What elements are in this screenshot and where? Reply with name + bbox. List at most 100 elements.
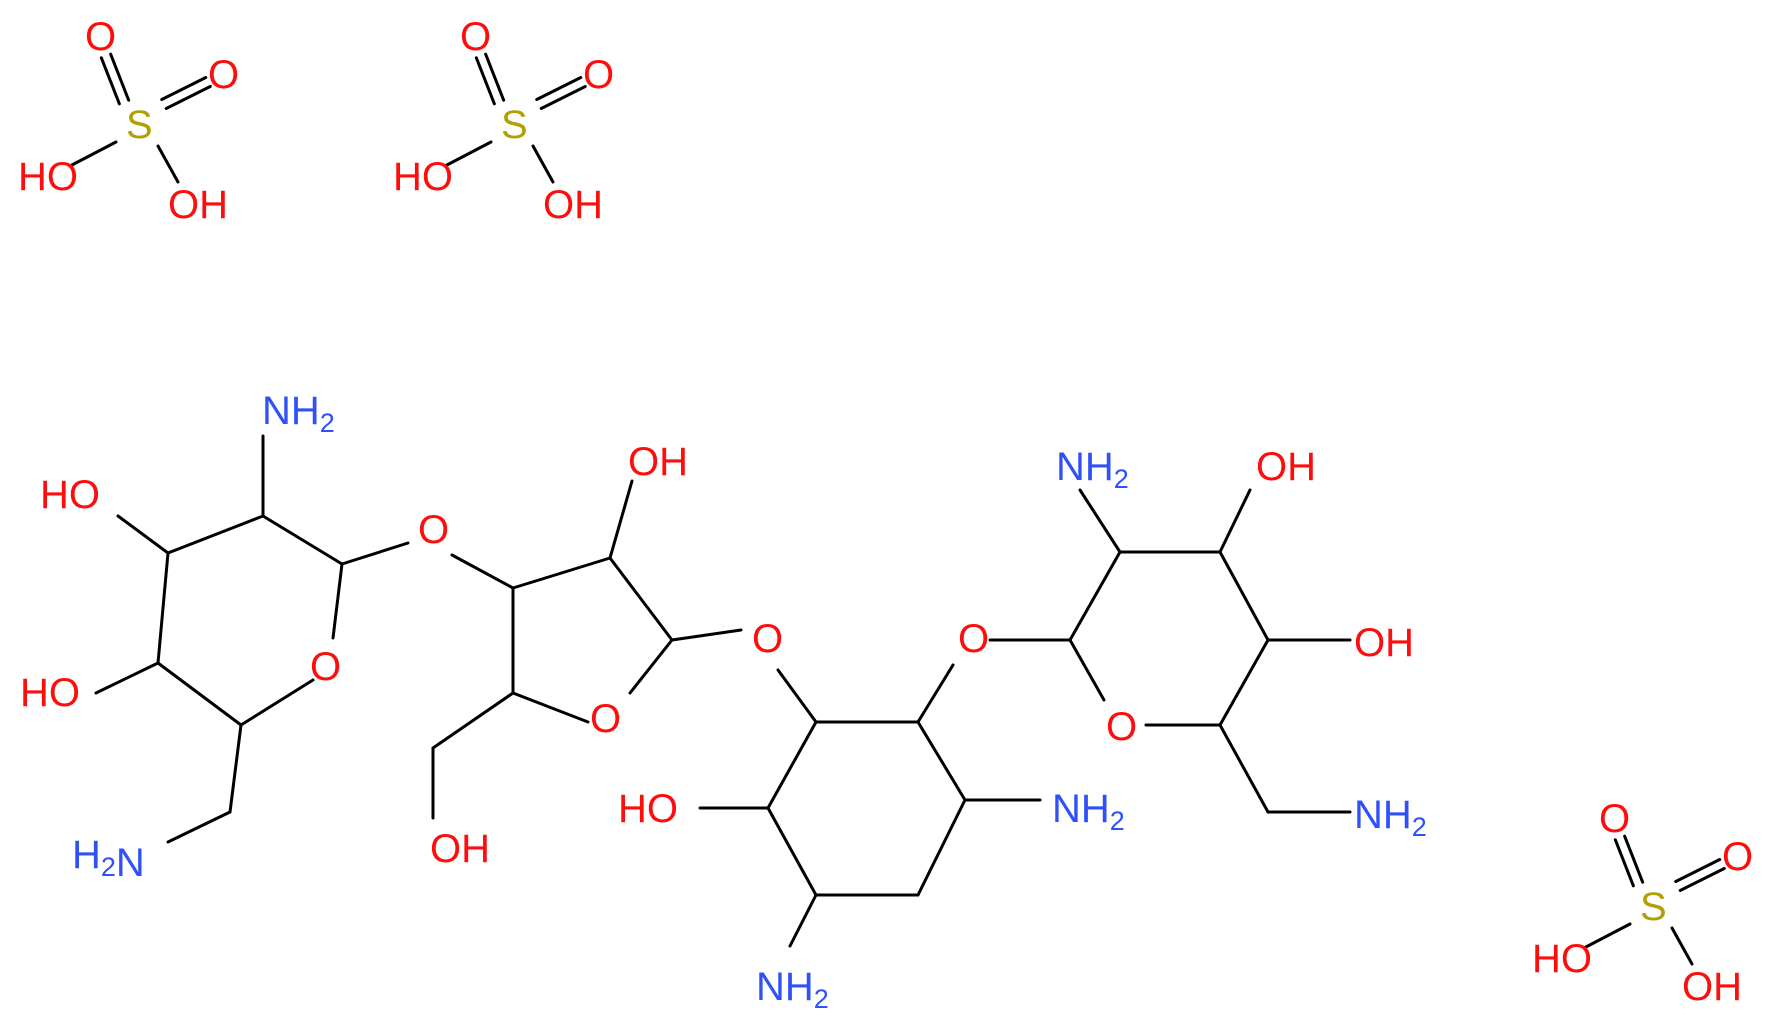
atom-symbol: H xyxy=(72,833,101,877)
atom-symbol: OH xyxy=(430,827,490,871)
glycosidic-bond xyxy=(340,541,410,566)
atom-symbol: H xyxy=(1383,793,1412,837)
ring2-bond xyxy=(628,638,674,695)
ring2-hydroxymethyl-label: OH xyxy=(430,827,490,871)
ring4-aminomethyl-label: NH2 xyxy=(1354,793,1427,842)
sulfate-bond xyxy=(443,140,493,168)
sulfate-bond xyxy=(156,144,180,184)
ring4-bond xyxy=(1218,550,1270,642)
ring3-amino-label: NH2 xyxy=(1052,787,1125,836)
ring1-bond xyxy=(261,514,344,566)
ring1-aminomethyl-bond xyxy=(228,723,243,814)
atom-symbol: H xyxy=(291,389,320,433)
atom-symbol: OH xyxy=(1354,621,1414,665)
atom-symbol: N xyxy=(1052,787,1081,831)
sulfate-double-bond xyxy=(160,76,208,102)
ring3-bond xyxy=(766,720,818,810)
ring1-amino-label: NH2 xyxy=(262,389,335,438)
subscript-2: 2 xyxy=(101,852,116,882)
bond-layer xyxy=(68,52,1726,966)
sulfate-oxygen-label: O xyxy=(1722,835,1753,879)
ring2-oxygen-label: O xyxy=(590,697,621,741)
sulfate-bond xyxy=(531,144,555,184)
ring3-amine-bond xyxy=(788,893,818,948)
ring4-oxygen-label: O xyxy=(1106,705,1137,749)
atom-symbol: N xyxy=(1056,445,1085,489)
sulfate-oxygen-label: O xyxy=(1599,797,1630,841)
atom-symbol: O xyxy=(590,697,621,741)
atom-symbol: N xyxy=(1354,793,1383,837)
sulfate-double-bond xyxy=(164,84,212,110)
sulfate-oxygen-label: O xyxy=(208,53,239,97)
sulfate-hydroxyl-label: HO xyxy=(1532,937,1592,981)
sulfate-double-bond xyxy=(99,56,121,106)
ring4-amino-label: NH2 xyxy=(1056,445,1129,494)
ring1-bond xyxy=(239,678,315,727)
subscript-2: 2 xyxy=(1110,806,1125,836)
ring3-hydroxyl-label: HO xyxy=(618,787,678,831)
glycosidic-oxygen-label: O xyxy=(958,617,989,661)
ring1-bond xyxy=(331,562,344,640)
ring4-hydroxyl-label: OH xyxy=(1354,621,1414,665)
ring1-hydroxyl-bond xyxy=(94,661,160,695)
sulfate-oxygen-label: O xyxy=(583,53,614,97)
glycosidic-oxygen-label: O xyxy=(752,617,783,661)
sulfur-label: S xyxy=(501,103,528,147)
glycosidic-bond xyxy=(776,668,818,724)
sulfate-double-bond xyxy=(1613,838,1635,888)
atom-symbol: N xyxy=(116,841,145,885)
ring2-bond xyxy=(511,556,612,590)
sulfate-bond xyxy=(1582,922,1632,950)
ring2-hydroxyl-bond xyxy=(608,479,634,560)
sulfate-double-bond xyxy=(474,56,496,106)
sulfate-hydroxyl-label: OH xyxy=(168,183,228,227)
glycosidic-bond xyxy=(670,628,743,642)
atom-symbol: HO xyxy=(20,671,80,715)
subscript-2: 2 xyxy=(1412,812,1427,842)
ring1-bond xyxy=(156,551,170,665)
ring4-bond xyxy=(1218,638,1270,727)
atom-symbol: N xyxy=(756,965,785,1009)
sulfate-hydroxyl-label: HO xyxy=(393,155,453,199)
atom-symbol: O xyxy=(1106,705,1137,749)
ring3-bond xyxy=(916,720,967,802)
ring4-aminomethyl-bond xyxy=(1218,723,1270,814)
subscript-2: 2 xyxy=(1114,464,1129,494)
sulfate-double-bond xyxy=(109,52,131,102)
sulfate-bond xyxy=(68,140,118,168)
sulfate-hydroxyl-label: OH xyxy=(543,183,603,227)
sulfate-double-bond xyxy=(1674,858,1722,884)
atom-symbol: O xyxy=(958,617,989,661)
ring1-hydroxyl-label: HO xyxy=(40,473,100,517)
sulfate-oxygen-label: O xyxy=(460,15,491,59)
ring1-hydroxyl-label: HO xyxy=(20,671,80,715)
ring3-amino-label: NH2 xyxy=(756,965,829,1014)
ring3-bond xyxy=(916,798,967,897)
sulfate-double-bond xyxy=(1623,834,1645,884)
atom-symbol: OH xyxy=(1256,445,1316,489)
atom-symbol: H xyxy=(1081,787,1110,831)
ring4-hydroxyl-label: OH xyxy=(1256,445,1316,489)
sulfate-double-bond xyxy=(539,84,587,110)
sulfur-label: S xyxy=(1640,885,1667,929)
ring2-hydroxymethyl-bond xyxy=(431,691,515,750)
atom-symbol: OH xyxy=(628,440,688,484)
ring4-hydroxyl-bond xyxy=(1218,488,1252,554)
ring1-aminomethyl-bond xyxy=(166,810,232,844)
atom-symbol: H xyxy=(785,965,814,1009)
sulfur-label: S xyxy=(126,103,153,147)
sulfate-double-bond xyxy=(484,52,506,102)
ring2-bond xyxy=(511,691,590,724)
ring1-aminomethyl-label: H2N xyxy=(72,833,145,885)
sulfate-oxygen-label: O xyxy=(85,15,116,59)
atom-symbol: O xyxy=(418,508,449,552)
atom-symbol: HO xyxy=(40,473,100,517)
ring1-bond xyxy=(166,514,265,555)
sulfate-hydroxyl-label: OH xyxy=(1682,965,1742,1009)
ring1-oxygen-label: O xyxy=(310,645,341,689)
atom-symbol: O xyxy=(752,617,783,661)
atom-symbol: HO xyxy=(618,787,678,831)
ring1-hydroxyl-bond xyxy=(116,514,170,555)
subscript-2: 2 xyxy=(320,408,335,438)
